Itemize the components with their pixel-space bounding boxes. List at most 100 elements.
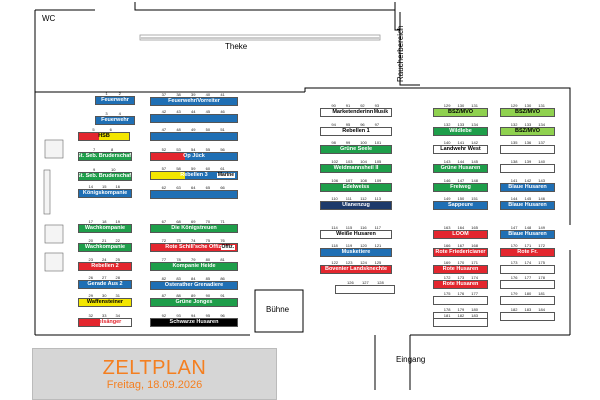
table-number: 142	[471, 140, 478, 145]
table-number: 97	[374, 122, 380, 127]
table-37: Feuerwehr/Vorreiter	[150, 97, 238, 106]
table-144: Blaue Husaren	[500, 201, 555, 210]
table-181	[433, 318, 488, 327]
table-number: 100	[360, 140, 367, 145]
table-number: 169	[443, 260, 451, 265]
table-number: 171	[471, 260, 478, 265]
table-number: 183	[471, 313, 478, 318]
table-number: 128	[377, 280, 384, 285]
table-number: 38	[176, 92, 181, 97]
table-number: 149	[538, 225, 545, 230]
table-72: Rote Schill'sche Offiz.Offiz.	[150, 243, 238, 252]
table-number: 7	[93, 147, 96, 152]
table-number: 176	[457, 291, 465, 296]
title-banner: ZELTPLAN Freitag, 18.09.2026	[32, 348, 277, 400]
table-number: 10	[111, 167, 116, 172]
bar-label: Raucherbereich	[396, 25, 405, 82]
table-number: 53	[176, 147, 181, 152]
table-number: 143	[538, 178, 545, 183]
table-94: Rebellen 1	[320, 127, 392, 136]
table-label: Blaue Husaren	[508, 230, 547, 237]
table-label: Feuerwehr	[101, 116, 129, 123]
table-number: 93	[176, 313, 181, 318]
table-number: 182	[510, 307, 518, 312]
table-138	[500, 164, 555, 173]
table-118: Musketiere	[320, 248, 392, 257]
table-number: 67	[161, 219, 167, 224]
table-number: 45	[205, 109, 211, 114]
table-175	[433, 296, 488, 305]
table-number: 164	[457, 225, 465, 230]
table-label: Rebellen 1	[342, 127, 370, 134]
banner-title: ZELTPLAN	[102, 357, 207, 379]
table-number: 56	[220, 147, 225, 152]
table-label: Rote Fr.	[517, 248, 538, 255]
table-number: 48	[176, 127, 181, 132]
table-166: Rote Friedericianer	[433, 248, 488, 257]
table-number: 58	[176, 166, 181, 171]
table-label: Ulanenzug	[342, 201, 370, 208]
table-122: Bovenier Landsknechte	[320, 265, 392, 274]
banner-date: Freitag, 18.09.2026	[106, 379, 203, 391]
table-number: 134	[538, 122, 545, 127]
table-126	[335, 285, 395, 294]
table-62	[150, 190, 238, 199]
table-114: Weiße Husaren	[320, 230, 392, 239]
table-number: 150	[457, 196, 465, 201]
table-number: 148	[471, 178, 478, 183]
table-129: BSZ/MVO	[500, 108, 555, 117]
table-179	[500, 296, 555, 305]
table-number: 177	[524, 275, 532, 280]
table-accent	[79, 319, 100, 326]
table-number: 180	[524, 291, 532, 296]
table-number: 9	[93, 167, 96, 172]
table-number: 147	[510, 225, 518, 230]
table-number: 4	[118, 111, 121, 116]
table-182	[500, 312, 555, 321]
table-92: Schwarze Husaren	[150, 318, 238, 327]
table-number: 118	[331, 243, 338, 248]
table-number: 178	[443, 307, 451, 312]
table-number: 2	[118, 91, 121, 96]
wall-bar-upper	[399, 12, 420, 86]
table-number: 168	[471, 243, 478, 248]
table-label: Op Jück	[183, 152, 205, 159]
table-number: 174	[524, 260, 532, 265]
table-140: Landwehr West	[433, 145, 488, 154]
table-number: 3	[105, 111, 108, 116]
table-number: 143	[443, 159, 451, 164]
table-52: Op Jück	[150, 152, 238, 161]
table-number: 103	[345, 159, 353, 164]
table-number: 179	[510, 291, 518, 296]
table-number: 166	[443, 243, 451, 248]
table-149: Sappeure	[433, 201, 488, 210]
table-number: 89	[191, 293, 196, 298]
table-number: 86	[220, 276, 225, 281]
table-number: 40	[205, 92, 211, 97]
table-number: 20	[88, 238, 93, 243]
table-number: 79	[191, 257, 196, 262]
table-label: Kompanie Heide	[172, 262, 216, 269]
table-number: 173	[457, 275, 465, 280]
table-26: Gerade Aus 2	[78, 280, 132, 289]
table-number: 112	[360, 196, 367, 201]
table-20: Wachkompanie	[78, 243, 132, 252]
table-number: 65	[205, 185, 211, 190]
table-label: St. Seb. Bruderschaft	[78, 172, 132, 179]
table-label: Rebellen 2	[91, 262, 119, 269]
table-number: 76	[220, 238, 225, 243]
table-number: 1	[105, 91, 108, 96]
table-32: Vogelsänger	[78, 318, 132, 327]
table-number: 44	[191, 109, 196, 114]
table-number: 177	[471, 291, 478, 296]
table-number: 138	[510, 159, 518, 164]
bench-left	[43, 169, 51, 215]
table-number: 131	[471, 103, 478, 108]
table-number: 74	[191, 238, 196, 243]
table-number: 148	[524, 225, 532, 230]
table-number: 91	[345, 103, 351, 108]
table-14: Königskompanie	[78, 189, 132, 198]
table-9: St. Seb. Bruderschaft	[78, 172, 132, 181]
table-5: HSB	[78, 132, 130, 141]
